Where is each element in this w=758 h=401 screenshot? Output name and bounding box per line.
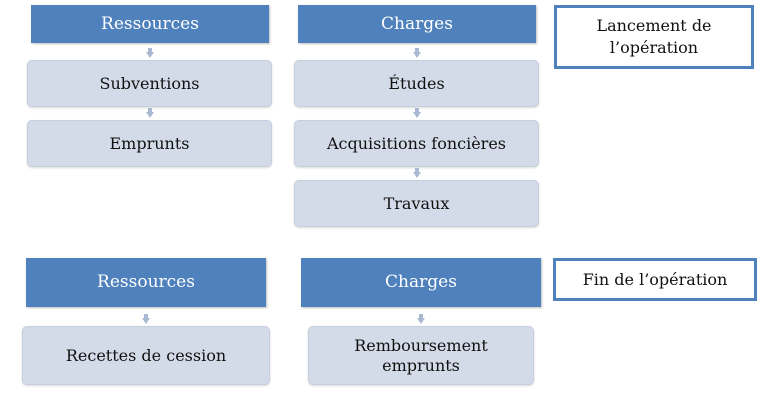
arrow-down-icon	[146, 108, 154, 118]
launch-stage-label: Lancement de l’opération	[554, 5, 754, 69]
launch-charges-item-travaux: Travaux	[294, 180, 539, 227]
arrow-down-icon	[417, 314, 425, 324]
arrow-down-icon	[146, 48, 154, 58]
end-resources-item-recettes: Recettes de cession	[22, 326, 270, 385]
arrow-down-icon	[413, 48, 421, 58]
launch-charges-item-acquisitions: Acquisitions foncières	[294, 120, 539, 167]
launch-charges-header: Charges	[298, 5, 536, 43]
launch-resources-item-subventions: Subventions	[27, 60, 272, 107]
end-charges-item-remboursement: Remboursement emprunts	[308, 326, 534, 385]
arrow-down-icon	[142, 314, 150, 324]
arrow-down-icon	[413, 168, 421, 178]
launch-resources-header: Ressources	[31, 5, 269, 43]
launch-charges-item-etudes: Études	[294, 60, 539, 107]
end-stage-label: Fin de l’opération	[553, 258, 757, 301]
arrow-down-icon	[413, 108, 421, 118]
end-charges-header: Charges	[301, 258, 541, 307]
end-resources-header: Ressources	[26, 258, 266, 307]
launch-resources-item-emprunts: Emprunts	[27, 120, 272, 167]
